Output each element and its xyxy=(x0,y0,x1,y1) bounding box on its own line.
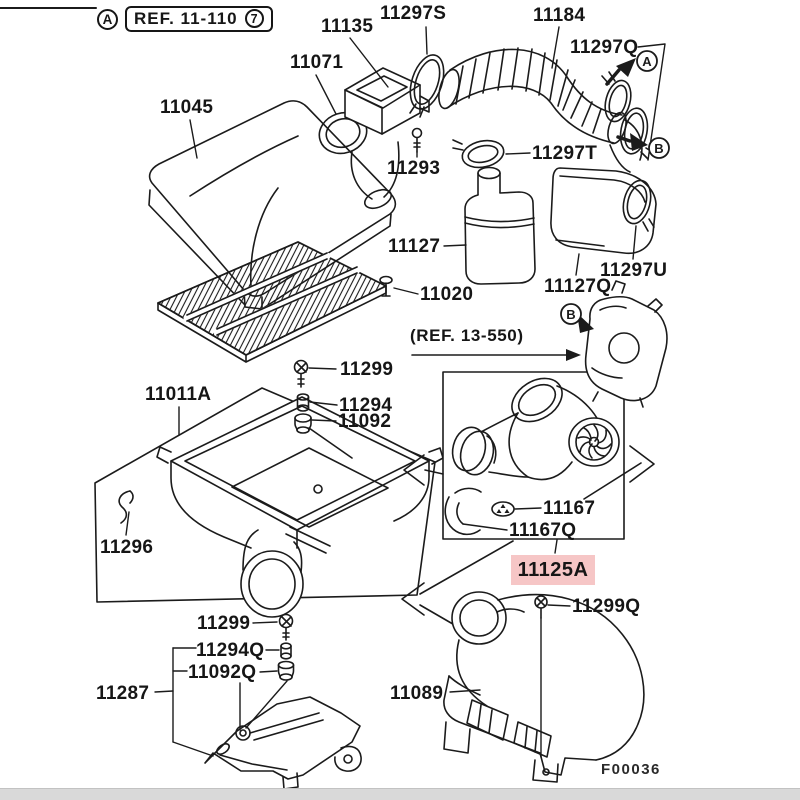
group-outline-air-cleaner-body xyxy=(94,387,436,603)
part-label-11020: 11020 xyxy=(420,284,474,305)
hose-clamp-11297u xyxy=(622,179,655,232)
pointer-arrow-b xyxy=(616,133,648,151)
part-label-11294q: 11294Q xyxy=(196,640,265,661)
ref-13-550-arrow xyxy=(411,349,581,361)
air-intake-duct-11089 xyxy=(443,591,645,783)
part-label-11127: 11127 xyxy=(388,236,441,257)
marker-b-right: B xyxy=(648,137,670,159)
hose-clamp-11297q-a xyxy=(601,71,632,123)
part-label-11167q: 11167Q xyxy=(509,520,577,541)
part-label-11011a: 11011A xyxy=(145,384,212,405)
intake-hose xyxy=(438,47,627,145)
part-label-11296: 11296 xyxy=(100,537,154,558)
marker-a-top: A xyxy=(97,8,118,30)
bolt-11299q xyxy=(534,595,548,619)
part-label-11293: 11293 xyxy=(387,158,441,179)
reference-number: 7 xyxy=(244,9,264,28)
part-label-11297u: 11297U xyxy=(600,260,668,281)
screw-11293 xyxy=(411,127,423,153)
part-label-11287: 11287 xyxy=(96,683,150,704)
grommet-11092 xyxy=(294,413,353,459)
bolt-11299-top xyxy=(293,359,309,388)
resonator-tank xyxy=(464,166,536,285)
emblem-11167 xyxy=(491,501,515,517)
top-reference: A REF. 11-110 7 xyxy=(97,6,273,32)
hose-elbow xyxy=(609,119,643,173)
throttle-body xyxy=(584,280,668,408)
reference-label: REF. 11-110 xyxy=(134,8,238,28)
svg-text:B: B xyxy=(566,307,575,322)
part-label-11135: 11135 xyxy=(321,16,374,37)
leader-lines xyxy=(125,26,666,758)
part-label-11092q: 11092Q xyxy=(188,662,257,683)
grommet-11294q xyxy=(280,642,292,660)
mid-reference-label: (REF. 13-550) xyxy=(410,326,524,345)
chevron-arrows xyxy=(401,445,655,628)
bolt-11299-bottom xyxy=(278,613,294,641)
bottom-edge-bar xyxy=(0,788,800,800)
part-label-11299-bottom: 11299 xyxy=(197,613,251,634)
part-label-11127q: 11127Q xyxy=(544,276,612,297)
marker-b-mid: B xyxy=(560,303,582,325)
part-label-11089: 11089 xyxy=(390,683,444,704)
part-label-11167: 11167 xyxy=(543,498,596,519)
maf-sensor xyxy=(344,67,430,135)
reference-box: REF. 11-110 7 xyxy=(125,6,273,32)
marker-a-right: A xyxy=(636,50,658,72)
part-label-11299q: 11299Q xyxy=(572,596,641,617)
svg-text:A: A xyxy=(642,54,652,69)
part-label-11294: 11294 xyxy=(339,395,393,416)
part-label-11297q: 11297Q xyxy=(570,37,639,58)
part-label-11125a-highlighted: 11125A xyxy=(511,555,595,585)
part-label-11071: 11071 xyxy=(290,52,344,73)
seal-ring-11167q xyxy=(444,487,482,536)
part-label-11184: 11184 xyxy=(533,5,586,26)
clip-11296 xyxy=(118,490,134,524)
hose-clamp-11297t xyxy=(452,139,505,169)
pointer-arrow-a xyxy=(605,58,636,86)
air-filter-element xyxy=(157,241,387,363)
grommet-11092q xyxy=(277,660,295,681)
figure-code: F00036 xyxy=(601,761,661,778)
part-label-11092: 11092 xyxy=(338,411,392,432)
air-intake-duct-11125a xyxy=(451,377,620,481)
cover-inlet-snout xyxy=(350,141,400,210)
part-label-11297s: 11297S xyxy=(380,3,447,24)
part-label-11299-top: 11299 xyxy=(340,359,394,380)
filter-pin xyxy=(379,275,393,297)
svg-text:B: B xyxy=(654,141,663,156)
air-cleaner-body xyxy=(156,396,444,618)
part-label-11045: 11045 xyxy=(160,97,214,118)
mounting-bracket xyxy=(204,696,362,790)
hose-clamp-11297s xyxy=(409,54,445,118)
part-label-11297t: 11297T xyxy=(532,143,598,164)
grommet-11294 xyxy=(296,393,310,412)
